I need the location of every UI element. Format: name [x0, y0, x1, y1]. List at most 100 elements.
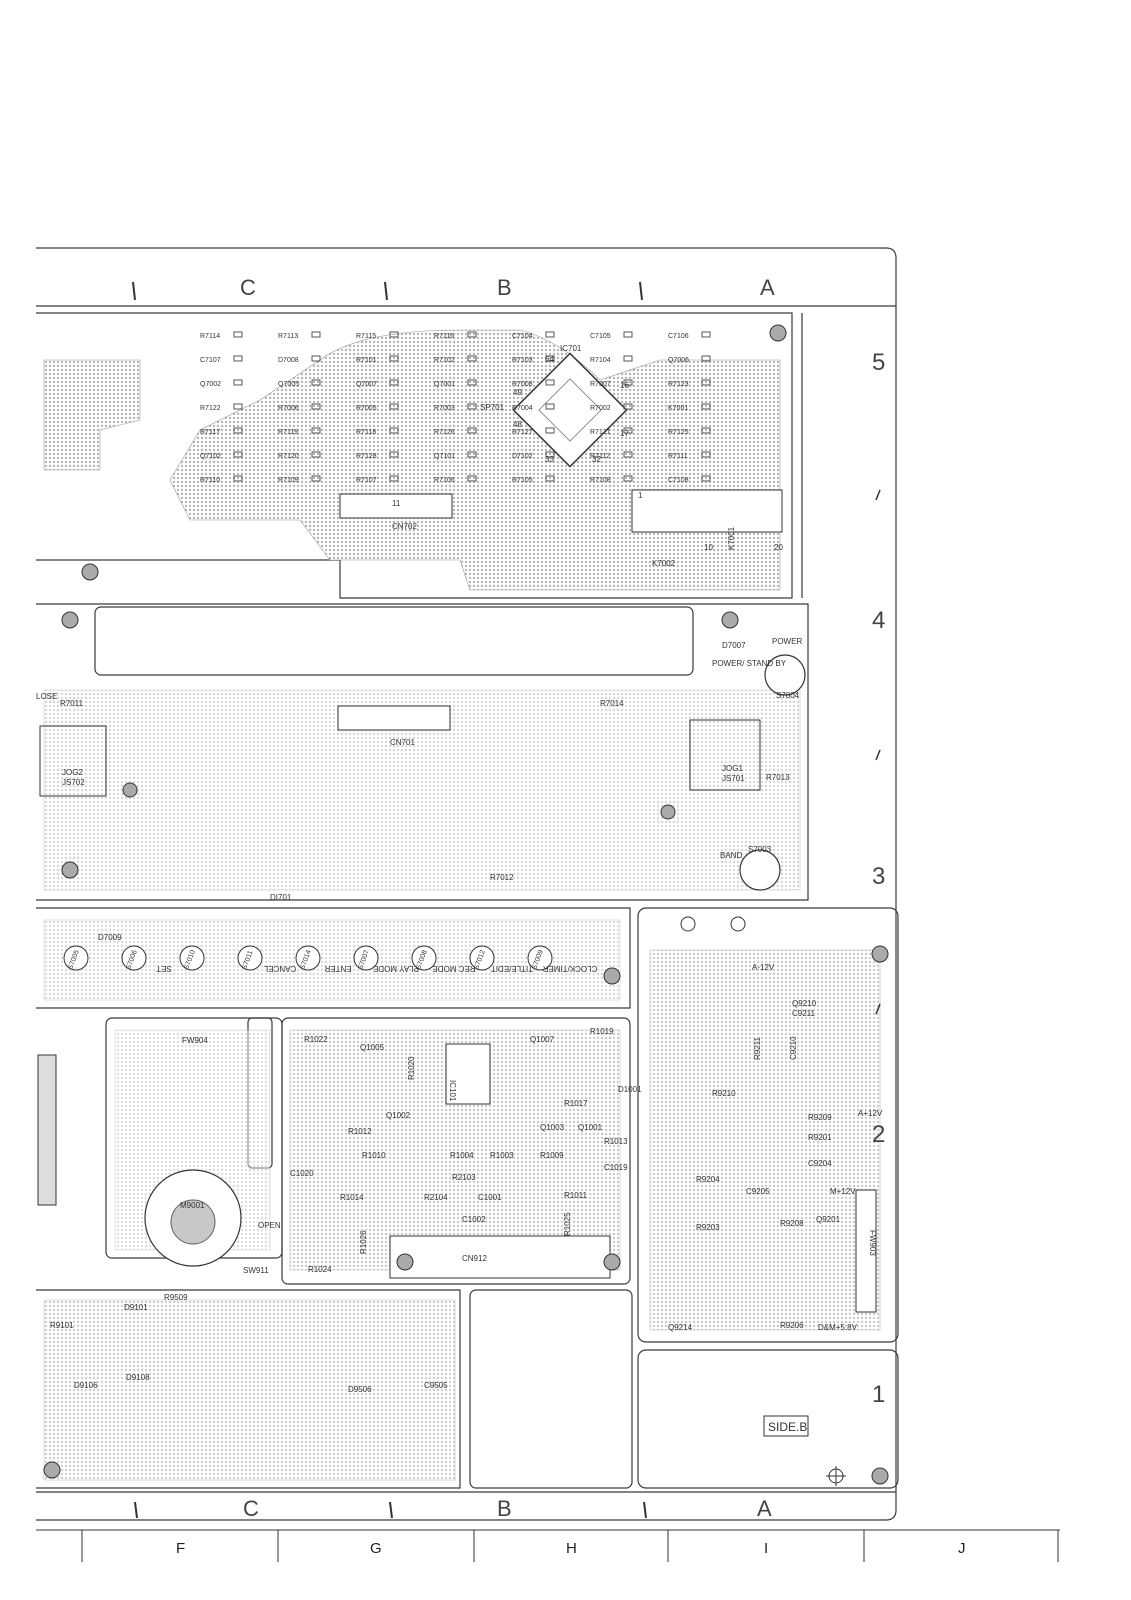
side-b-label: SIDE.B [763, 1415, 846, 1486]
component-q7001: Q7001 [434, 381, 455, 388]
r7013-label: R7013 [766, 773, 790, 782]
bottom-letter-markers: C B A [134, 1496, 772, 1521]
r1019-label: R1019 [590, 1027, 614, 1036]
top-letter-b: B [497, 275, 512, 300]
d9108-label: D9108 [126, 1373, 150, 1382]
component-pad [467, 355, 477, 362]
k7001-label: K7001 [727, 526, 736, 550]
s7003-label: S7003 [748, 845, 772, 854]
r1004-label: R1004 [450, 1151, 474, 1160]
component-pad [623, 451, 633, 458]
r9206-label: R9206 [780, 1321, 804, 1330]
q1005-label: Q1005 [360, 1043, 385, 1052]
component-pad [623, 403, 633, 410]
bottom-letter-b: B [497, 1496, 512, 1521]
r1017-label: R1017 [564, 1099, 588, 1108]
r1013-label: R1013 [604, 1137, 628, 1146]
cn912-connector [389, 1235, 611, 1279]
copper-traces [43, 329, 881, 1481]
component-pad [701, 379, 711, 386]
r7014-label: R7014 [600, 699, 624, 708]
jog1-label: JOG1 [722, 764, 743, 773]
dm-5v8: D&M+5.8V [818, 1323, 858, 1332]
r9101-label: R9101 [50, 1321, 74, 1330]
row-numbers: 5 4 3 2 1 [872, 349, 885, 1408]
component-pad [701, 475, 711, 482]
m9001-label: M9001 [180, 1201, 205, 1210]
r1010-label: R1010 [362, 1151, 386, 1160]
front-button-label: CLOCK/TIMER [542, 964, 597, 973]
row-1: 1 [872, 1381, 885, 1408]
svg-text:20: 20 [774, 543, 783, 552]
open-label: OPEN [258, 1221, 281, 1230]
component-r7123: R7123 [668, 381, 689, 388]
r1014-label: R1014 [340, 1193, 364, 1202]
band-label: BAND [720, 851, 742, 860]
column-grid: F G H I J [36, 1529, 1060, 1562]
cn701-label: CN701 [390, 738, 415, 747]
component-r7008: R7008 [512, 381, 533, 388]
component-pad [389, 451, 399, 458]
sw911-label: SW911 [243, 1266, 269, 1275]
component-pad [467, 451, 477, 458]
r1009-label: R1009 [540, 1151, 564, 1160]
a-plus-12v: A+12V [858, 1109, 883, 1118]
svg-text:49: 49 [513, 388, 522, 397]
k7002-label: K7002 [652, 559, 676, 568]
row-2: 2 [872, 1121, 885, 1148]
voltage-labels: A-12V A+12V M+12V D&M+5.8V [752, 963, 883, 1332]
component-r7110: R7110 [200, 477, 220, 484]
front-button-s7007 [353, 945, 379, 971]
ic701-chip [512, 352, 628, 468]
component-r7114: R7114 [200, 333, 220, 340]
component-r7118: R7118 [356, 429, 376, 436]
grid-col-j: J [958, 1540, 966, 1557]
component-pad [467, 403, 477, 410]
c9210-label: C9210 [789, 1036, 798, 1060]
front-button-label: ENTER [324, 964, 351, 973]
svg-text:48: 48 [513, 420, 522, 429]
r9211-label: R9211 [753, 1036, 762, 1060]
component-k7001: K7001 [668, 405, 688, 412]
d9101-label: D9101 [124, 1303, 148, 1312]
component-pad [389, 355, 399, 362]
component-d7008: D7008 [278, 357, 299, 364]
front-button-label: PLAY MODE [373, 964, 419, 973]
component-r7109: R7109 [278, 477, 299, 484]
component-c7104: C7104 [512, 333, 533, 340]
component-pad [623, 331, 633, 338]
component-pad [545, 475, 555, 482]
component-pad [701, 355, 711, 362]
top-letter-markers: C B A [132, 275, 775, 301]
front-button-s7012 [469, 945, 495, 971]
component-r7117: R7117 [200, 429, 220, 436]
component-r7121: R7121 [590, 429, 611, 436]
jog1-outline [689, 719, 761, 791]
c9211-label: C9211 [792, 1009, 816, 1018]
component-r7104: R7104 [590, 357, 611, 364]
component-pad [311, 403, 321, 410]
component-r7105: R7105 [512, 477, 533, 484]
component-pad [545, 379, 555, 386]
bottom-letter-a: A [757, 1496, 772, 1521]
component-pad [233, 379, 243, 386]
r1026-label: R1026 [359, 1230, 368, 1254]
k7002-connector [631, 489, 783, 533]
component-pad [233, 475, 243, 482]
svg-text:11: 11 [392, 499, 401, 508]
component-pad [233, 403, 243, 410]
component-pad [233, 451, 243, 458]
r1003-label: R1003 [490, 1151, 514, 1160]
component-pad [701, 427, 711, 434]
component-r7127: R7127 [512, 429, 533, 436]
r9509-label: R9509 [164, 1293, 188, 1302]
fw904-label: FW904 [182, 1036, 208, 1045]
power-label: POWER [772, 637, 802, 646]
cn702-label: CN702 [392, 522, 417, 531]
top-letter-a: A [760, 275, 775, 300]
button-labels: POWER POWER/ STAND BY BAND OPEN LOSE [36, 637, 802, 1230]
jog2-label: JOG2 [62, 768, 83, 777]
js701-label: JS701 [722, 774, 745, 783]
